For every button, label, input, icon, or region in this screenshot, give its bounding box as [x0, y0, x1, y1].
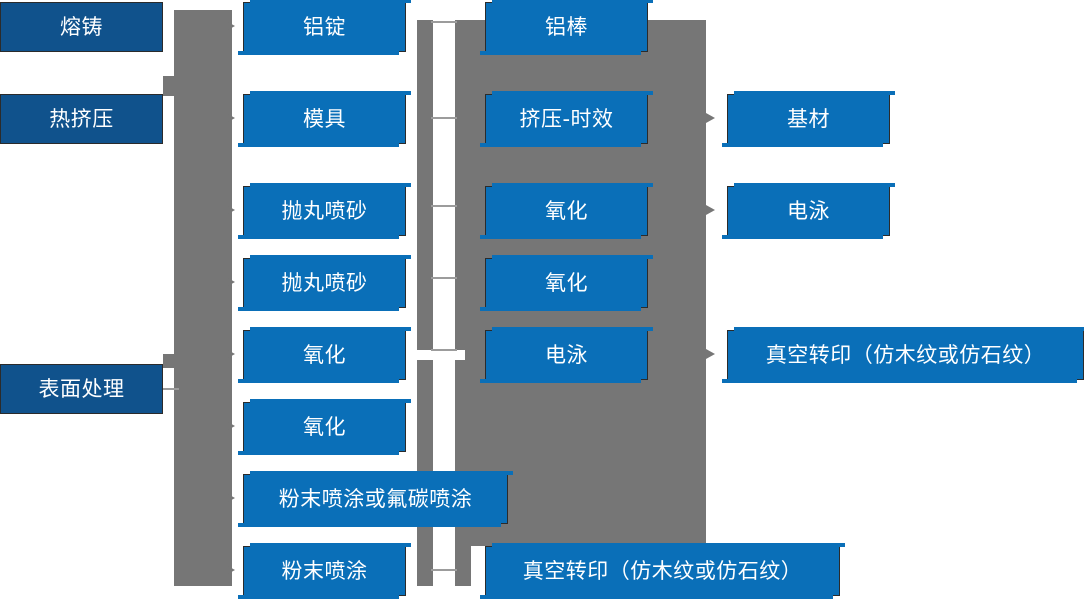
- node-label: 氧化: [545, 198, 588, 223]
- arrow-to-c2h: [226, 565, 235, 575]
- process-node-electrophoresis[interactable]: 电泳: [480, 327, 653, 383]
- stage-node-surface-treatment[interactable]: 表面处理: [0, 364, 163, 414]
- process-node-oxidation-1[interactable]: 氧化: [480, 183, 653, 239]
- arrow-to-c2a: [226, 21, 235, 31]
- stage-node-melting[interactable]: 熔铸: [0, 2, 163, 52]
- node-label: 粉末喷涂: [281, 558, 368, 583]
- node-label: 真空转印（仿木纹或仿石纹）: [765, 342, 1046, 367]
- process-node-vacuum-transfer-print[interactable]: 真空转印（仿木纹或仿石纹）: [480, 543, 845, 599]
- arrow-to-c2d: [226, 277, 235, 287]
- arrow-to-c4a: [706, 113, 715, 123]
- node-label: 铝锭: [303, 14, 346, 39]
- input-node-shot-blasting-1[interactable]: 抛丸喷砂: [238, 183, 411, 239]
- input-node-powder-or-fluorocarbon-coating[interactable]: 粉末喷涂或氟碳喷涂: [238, 471, 513, 527]
- rung-5: [431, 349, 457, 351]
- input-node-aluminum-ingot[interactable]: 铝锭: [238, 0, 411, 55]
- arrow-to-c4c: [706, 349, 715, 359]
- arrow-to-c2e: [226, 349, 235, 359]
- process-node-oxidation-2[interactable]: 氧化: [480, 255, 653, 311]
- rung-4: [431, 277, 457, 279]
- process-node-aluminum-bar[interactable]: 铝棒: [480, 0, 653, 55]
- output-node-vacuum-transfer-print[interactable]: 真空转印（仿木纹或仿石纹）: [722, 327, 1084, 383]
- output-node-base-material[interactable]: 基材: [722, 91, 895, 147]
- connector-bar-col23-a: [417, 20, 433, 350]
- input-node-oxidation-1[interactable]: 氧化: [238, 327, 411, 383]
- arrow-to-c2c: [226, 205, 235, 215]
- node-label: 基材: [787, 106, 830, 131]
- stage-label: 热挤压: [49, 106, 114, 131]
- arrow-to-c2b: [226, 113, 235, 123]
- node-label: 挤压-时效: [519, 106, 614, 131]
- connector-notch-1: [163, 10, 174, 76]
- node-label: 氧化: [303, 414, 346, 439]
- process-node-extrusion-aging[interactable]: 挤压-时效: [480, 91, 653, 147]
- node-label: 氧化: [545, 270, 588, 295]
- node-label: 铝棒: [545, 14, 588, 39]
- node-label: 电泳: [545, 342, 588, 367]
- stage-label: 表面处理: [38, 376, 125, 401]
- input-node-oxidation-2[interactable]: 氧化: [238, 399, 411, 455]
- node-label: 氧化: [303, 342, 346, 367]
- connector-notch-2: [163, 96, 174, 354]
- node-label: 模具: [303, 106, 346, 131]
- arrow-to-c2g: [226, 493, 235, 503]
- node-label: 粉末喷涂或氟碳喷涂: [278, 486, 473, 511]
- node-label: 真空转印（仿木纹或仿石纹）: [522, 558, 803, 583]
- input-node-shot-blasting-2[interactable]: 抛丸喷砂: [238, 255, 411, 311]
- output-node-electrophoresis[interactable]: 电泳: [722, 183, 895, 239]
- stage-node-extrusion[interactable]: 热挤压: [0, 94, 163, 144]
- node-label: 抛丸喷砂: [281, 198, 368, 223]
- arrow-to-c2f: [226, 421, 235, 431]
- input-node-mould[interactable]: 模具: [238, 91, 411, 147]
- rung-1: [431, 21, 457, 23]
- rung-3: [431, 205, 457, 207]
- node-label: 电泳: [787, 198, 830, 223]
- stage-label: 熔铸: [60, 14, 103, 39]
- rung-2: [431, 117, 457, 119]
- node-label: 抛丸喷砂: [281, 270, 368, 295]
- arrow-to-c4b: [706, 205, 715, 215]
- connector-stage3-stub: [163, 388, 179, 390]
- rung-6: [431, 569, 457, 571]
- input-node-powder-coating[interactable]: 粉末喷涂: [238, 543, 411, 599]
